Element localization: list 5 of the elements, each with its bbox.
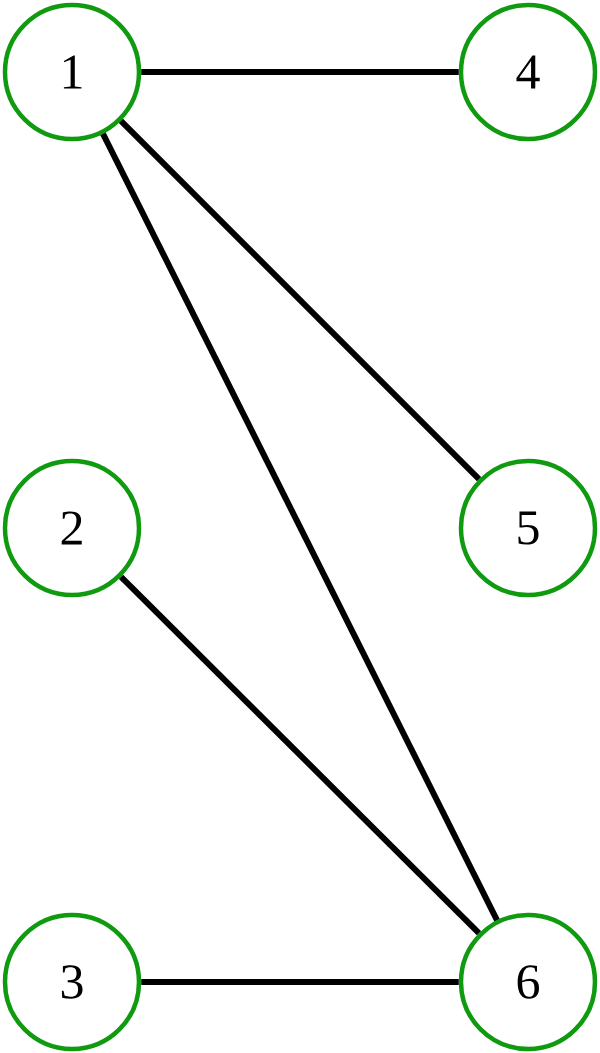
edge-line <box>118 574 482 936</box>
edge-line <box>100 132 500 922</box>
edge-line <box>118 118 482 482</box>
edge-line <box>141 69 459 75</box>
edge-line <box>141 979 459 985</box>
